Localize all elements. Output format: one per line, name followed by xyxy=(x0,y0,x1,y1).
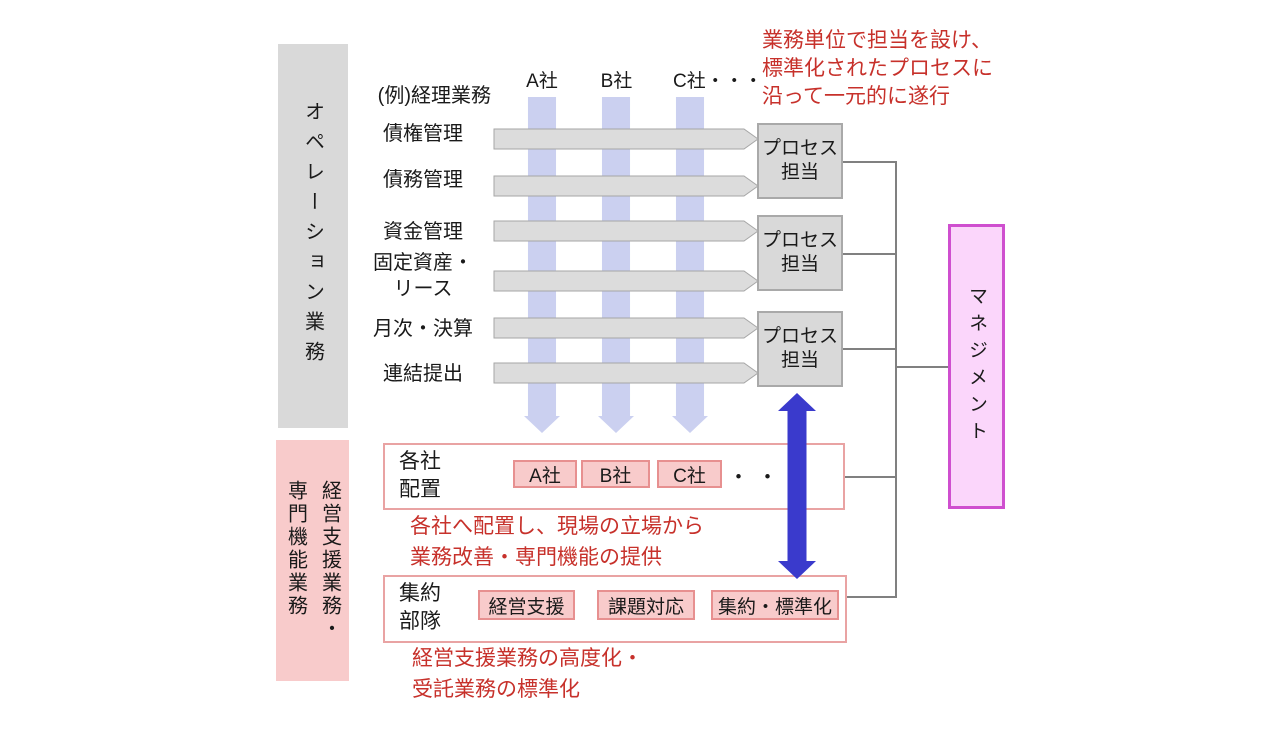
management-box: マネジメント xyxy=(948,224,1005,509)
process-right-arrow-icon xyxy=(493,317,759,339)
example-process-label: (例)経理業務 xyxy=(377,85,491,107)
process-right-arrow-icon xyxy=(493,270,759,292)
connector-line xyxy=(897,366,948,368)
connector-line xyxy=(843,161,895,163)
row-label-fixed-assets: 固定資産・ リース xyxy=(373,252,473,300)
annotation-standardized-process: 業務単位で担当を設け、 標準化されたプロセスに 沿って一元的に遂行 xyxy=(762,29,993,108)
process-owner-box-1: プロセス 担当 xyxy=(757,123,843,199)
consolidation-chip-standardization: 集約・標準化 xyxy=(711,590,839,620)
column-header-company-b: B社 xyxy=(600,71,633,92)
process-owner-box-2: プロセス 担当 xyxy=(757,215,843,291)
management-label: マネジメント xyxy=(966,285,987,448)
row-label-receivables: 債権管理 xyxy=(383,123,463,145)
operations-band-label: オペレーション業務 xyxy=(301,101,324,371)
deployment-box-title: 各社 配置 xyxy=(399,450,441,501)
support-band-label: 経営支援業務・ 専門機能業務 xyxy=(284,480,341,641)
row-label-monthly-closing: 月次・決算 xyxy=(373,318,473,340)
process-right-arrow-icon xyxy=(493,175,759,197)
column-header-company-c: C社・・・ xyxy=(673,71,763,92)
double-arrow-icon xyxy=(778,393,816,579)
connector-line xyxy=(847,596,895,598)
process-owner-box-3: プロセス 担当 xyxy=(757,311,843,387)
annotation-deployment: 各社へ配置し、現場の立場から 業務改善・専門機能の提供 xyxy=(410,515,704,569)
connector-line xyxy=(843,253,895,255)
column-header-company-a: A社 xyxy=(526,71,558,92)
consolidation-chip-management-support: 経営支援 xyxy=(478,590,575,620)
deployment-chip-company-a: A社 xyxy=(513,460,577,488)
row-label-payables: 債務管理 xyxy=(383,169,463,191)
support-band: 経営支援業務・ 専門機能業務 xyxy=(276,440,349,681)
deployment-chip-company-c: C社 xyxy=(657,460,722,488)
consolidation-box-title: 集約 部隊 xyxy=(399,582,441,633)
row-label-consolidated: 連結提出 xyxy=(383,363,463,385)
connector-trunk-line xyxy=(895,161,897,598)
deployment-ellipsis: ・・・ xyxy=(728,466,815,489)
annotation-consolidation: 経営支援業務の高度化・ 受託業務の標準化 xyxy=(412,647,643,701)
consolidation-chip-issue-response: 課題対応 xyxy=(597,590,695,620)
operations-band: オペレーション業務 xyxy=(278,44,348,428)
row-label-cash: 資金管理 xyxy=(383,221,463,243)
connector-line xyxy=(845,476,895,478)
deployment-chip-company-b: B社 xyxy=(581,460,650,488)
process-right-arrow-icon xyxy=(493,362,759,384)
process-right-arrow-icon xyxy=(493,128,759,150)
connector-line xyxy=(843,348,895,350)
process-right-arrow-icon xyxy=(493,220,759,242)
